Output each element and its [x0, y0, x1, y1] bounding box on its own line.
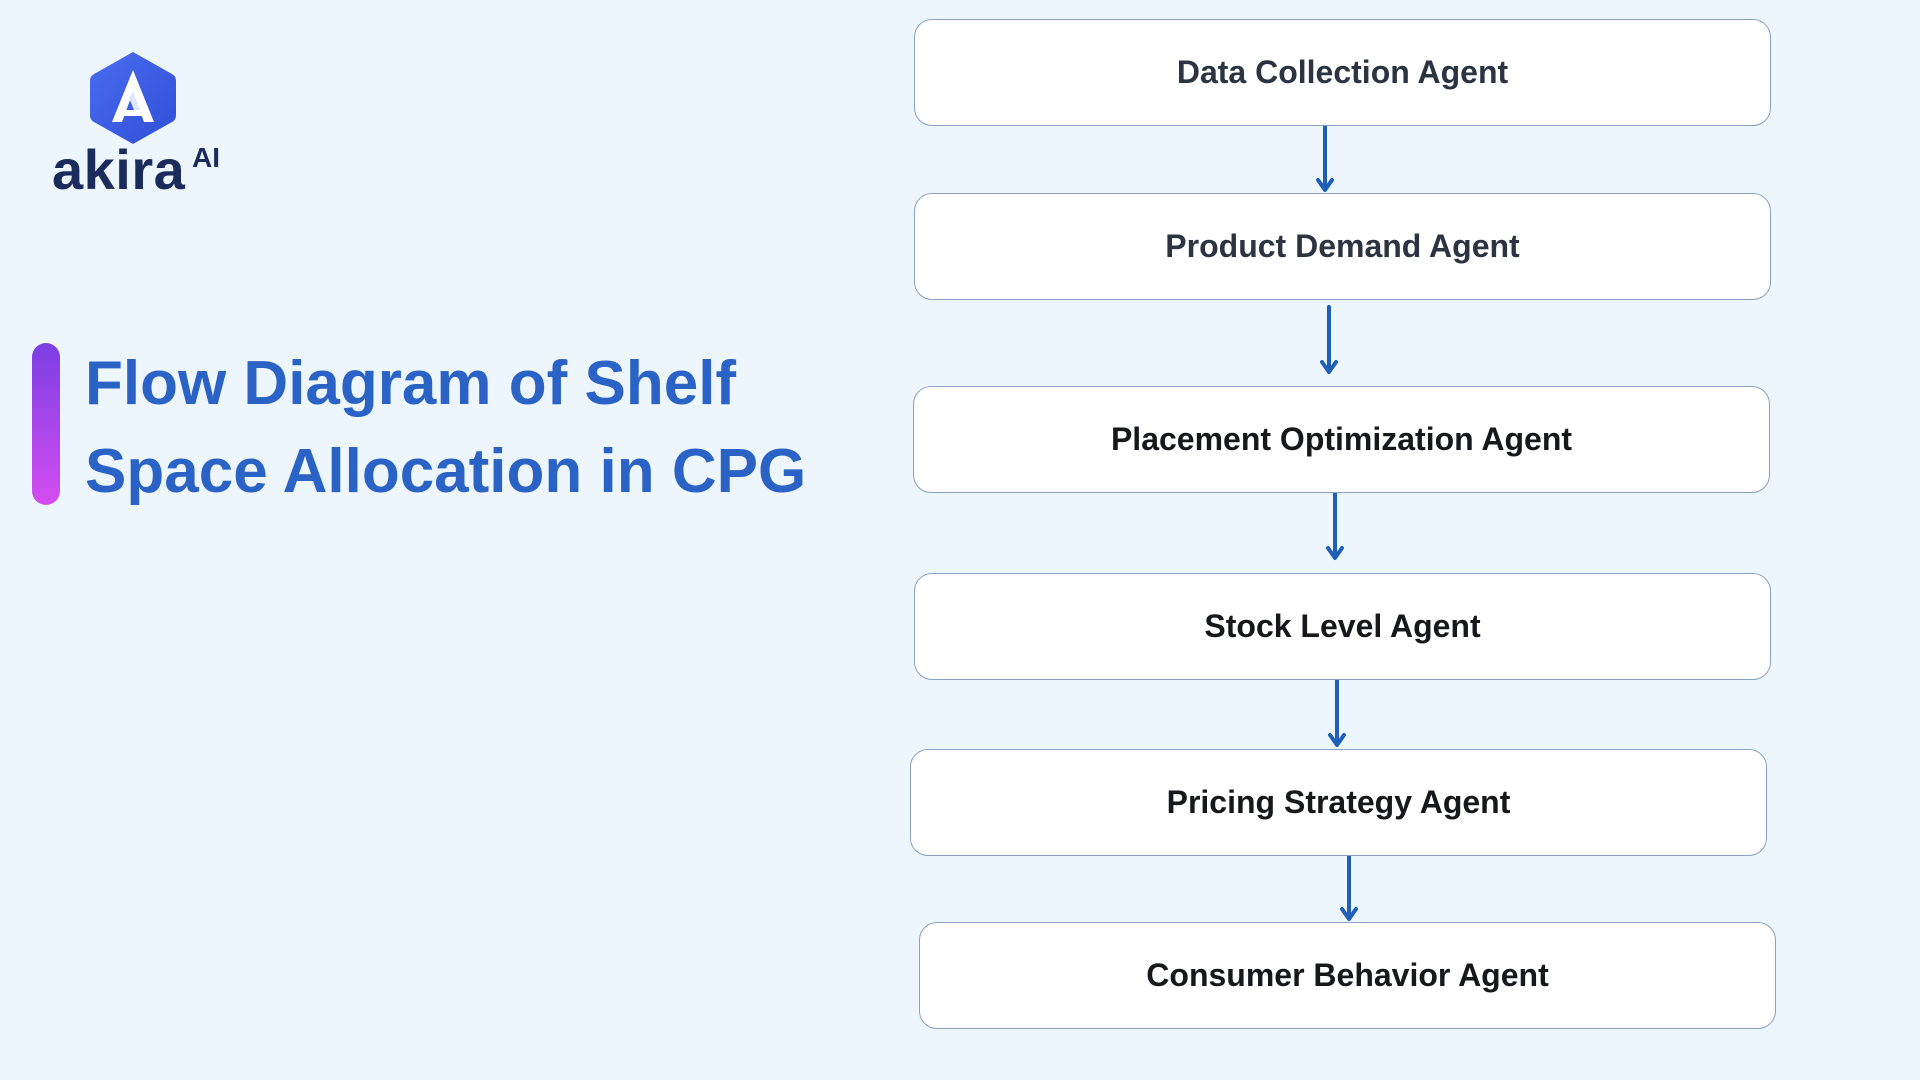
title-line-1: Flow Diagram of Shelf	[85, 349, 737, 418]
flow-node-label: Data Collection Agent	[1176, 54, 1509, 90]
flow-node-data-collection-agent: Data Collection Agent	[914, 19, 1771, 126]
arrow-1-to-2	[1316, 123, 1334, 192]
title-line-2: Space Allocation in CPG	[85, 437, 807, 506]
arrow-5-to-6	[1340, 853, 1358, 921]
akira-hexagon-icon	[90, 52, 176, 144]
arrow-4-to-5	[1328, 678, 1346, 747]
flow-node-placement-optimization-agent: Placement Optimization Agent	[913, 386, 1770, 493]
flow-node-label: Placement Optimization Agent	[1110, 421, 1573, 457]
flow-node-label: Pricing Strategy Agent	[1166, 784, 1511, 820]
flow-node-stock-level-agent: Stock Level Agent	[914, 573, 1771, 680]
flow-node-label: Product Demand Agent	[1165, 228, 1520, 264]
flow-node-pricing-strategy-agent: Pricing Strategy Agent	[910, 749, 1767, 856]
flow-node-label: Consumer Behavior Agent	[1146, 957, 1549, 993]
flow-node-label: Stock Level Agent	[1204, 608, 1481, 644]
title-accent-bar	[32, 343, 60, 505]
brand-suffix: AI	[192, 142, 220, 173]
arrow-3-to-4	[1326, 491, 1344, 560]
flow-node-product-demand-agent: Product Demand Agent	[914, 193, 1771, 300]
akira-ai-logo: akira AI	[50, 50, 250, 210]
flow-node-consumer-behavior-agent: Consumer Behavior Agent	[919, 922, 1776, 1029]
arrow-2-to-3	[1320, 305, 1338, 374]
brand-name: akira	[52, 138, 186, 201]
page-title: Flow Diagram of Shelf Space Allocation i…	[85, 340, 807, 516]
